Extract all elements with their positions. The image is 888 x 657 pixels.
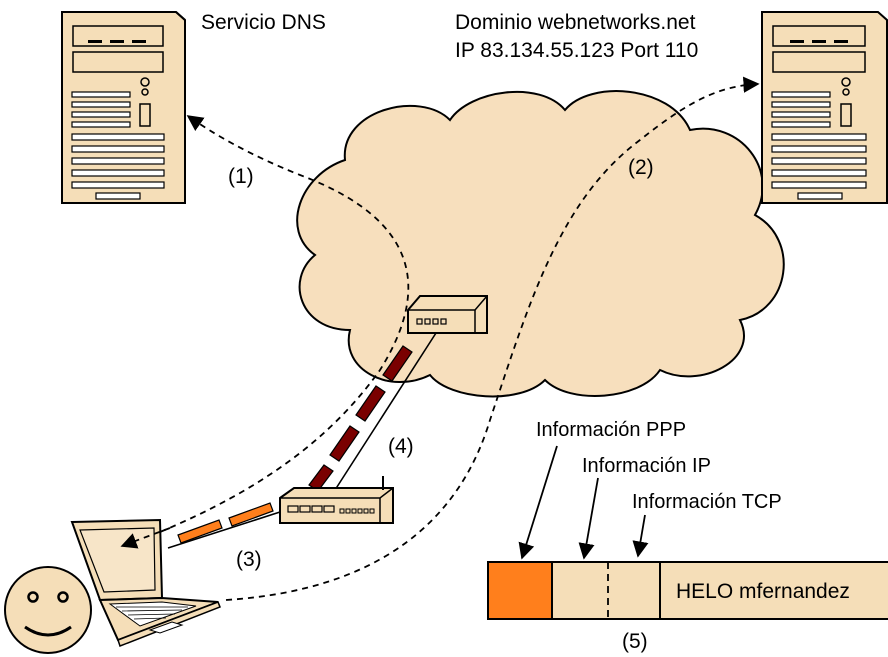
- ppp-pointer-arrow: [518, 445, 558, 560]
- link-line: [334, 332, 437, 491]
- step-label-2: (2): [628, 156, 654, 179]
- tcp-pointer-arrow: [632, 514, 649, 558]
- ip-pointer-arrow: [578, 477, 599, 560]
- step-label-3: (3): [236, 548, 262, 571]
- dns-response-arrow: [120, 527, 171, 549]
- ppp-info-label: Información PPP: [536, 419, 686, 441]
- ip-info-label: Información IP: [582, 455, 711, 477]
- dns-server-label: Servicio DNS: [201, 11, 326, 34]
- mail-server-label-line2: IP 83.134.55.123 Port 110: [455, 39, 698, 62]
- step-label-1: (1): [228, 165, 254, 188]
- dns-server-icon: [61, 11, 186, 204]
- smiley-user-icon: [4, 566, 92, 654]
- mail-connection-arrow: [225, 76, 760, 601]
- packet-frame: [487, 561, 888, 620]
- step-label-5: (5): [622, 630, 648, 653]
- tcp-info-label: Información TCP: [632, 491, 782, 513]
- packet-payload-text: HELO mfernandez: [676, 580, 850, 603]
- packet-ip-tcp-cell: [551, 561, 661, 620]
- laptop-icon: [70, 518, 221, 647]
- packet-ppp-cell: [487, 561, 553, 620]
- cloud-icon: [296, 90, 785, 398]
- mail-server-label-line1: Dominio webnetworks.net: [455, 11, 696, 34]
- wifi-link-line: [167, 511, 281, 549]
- link-segments-4: [308, 345, 413, 492]
- mail-server-icon: [761, 11, 888, 204]
- step-label-4: (4): [388, 435, 414, 458]
- dns-query-arrow: [159, 115, 410, 533]
- link-segments-3: [177, 502, 274, 544]
- home-router-icon: [279, 476, 394, 524]
- isp-modem-icon: [407, 295, 488, 334]
